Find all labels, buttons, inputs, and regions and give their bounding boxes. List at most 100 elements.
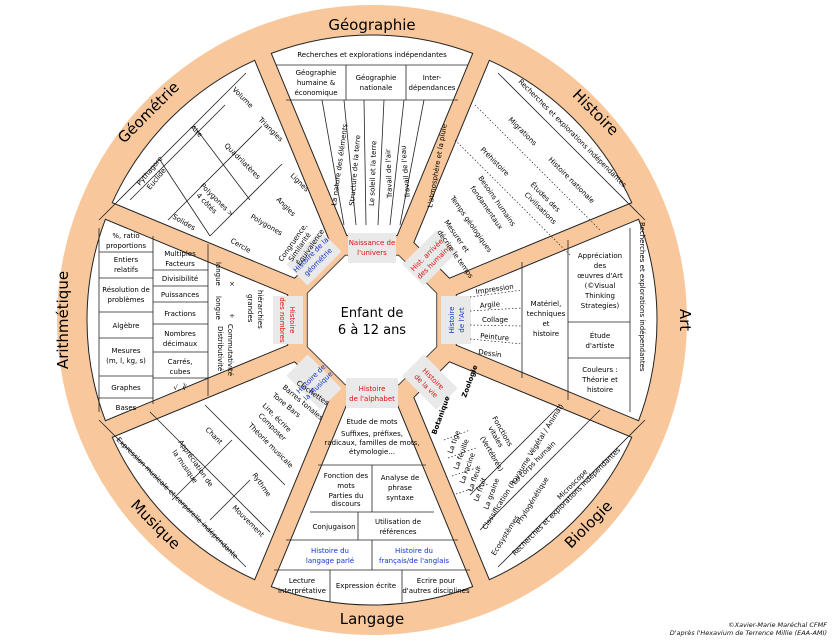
svg-text:longue: longue (214, 296, 222, 320)
svg-text:Le soleil et la terre: Le soleil et la terre (368, 141, 378, 206)
svg-text:Thinking: Thinking (584, 292, 615, 300)
arithmetique-section: %, ratio proportions Entiers relatifs Ré… (98, 228, 264, 412)
credit-line-2: D'après l'Hexavium de Terrence Millie (E… (669, 629, 827, 637)
svg-text:Couleurs :: Couleurs : (582, 366, 617, 374)
wedge-arithmetique (86, 218, 289, 422)
svg-text:et: et (542, 320, 549, 328)
svg-text:Ecrire pour: Ecrire pour (417, 577, 456, 585)
svg-text:(©Visual: (©Visual (585, 282, 616, 290)
svg-text:Peinture: Peinture (480, 332, 509, 342)
svg-text:Multiples: Multiples (164, 250, 196, 258)
svg-text:Analyse de: Analyse de (381, 474, 420, 482)
svg-text:Fonction des: Fonction des (324, 472, 369, 480)
svg-text:Inter-: Inter- (423, 74, 442, 82)
svg-text:Travail de l'air: Travail de l'air (384, 149, 394, 199)
svg-text:des nombres: des nombres (278, 297, 286, 343)
svg-text:Bases: Bases (116, 404, 137, 412)
svg-text:Argile: Argile (479, 300, 500, 310)
svg-text:Conjugaison: Conjugaison (312, 523, 355, 531)
wedge-musique (111, 361, 331, 581)
svg-text:%, ratio: %, ratio (112, 232, 139, 240)
svg-text:Histoire: Histoire (288, 307, 296, 334)
svg-text:Parties du: Parties du (329, 492, 364, 500)
svg-text:Puissances: Puissances (161, 291, 200, 299)
wedges (86, 34, 658, 606)
domain-arithmetique: Arithmétique (54, 271, 72, 369)
credit-line-1: ©Xavier-Marie Maréchal CFMF (728, 621, 827, 629)
svg-text:l'univers: l'univers (357, 249, 387, 257)
svg-text:Entiers: Entiers (114, 256, 139, 264)
svg-text:Mesures: Mesures (111, 347, 140, 355)
svg-text:×: × (229, 280, 235, 288)
svg-text:Histoire du: Histoire du (395, 547, 433, 555)
center-line-1: Enfant de (341, 306, 404, 321)
svg-text:discours: discours (331, 500, 360, 508)
art-recherches: Recherches et explorations indépendantes (638, 222, 646, 372)
wedge-geometrie (111, 59, 331, 279)
svg-text:Strategies): Strategies) (581, 302, 620, 310)
svg-text:Résolution de: Résolution de (102, 286, 150, 294)
domain-langage: Langage (340, 610, 405, 628)
svg-text:Algèbre: Algèbre (113, 322, 140, 330)
svg-text:mots: mots (337, 482, 355, 490)
hub-univers: Naissance de l'univers (348, 233, 396, 263)
svg-text:dépendances: dépendances (409, 84, 456, 92)
svg-text:Facteurs: Facteurs (165, 260, 195, 268)
svg-text:syntaxe: syntaxe (386, 494, 414, 502)
svg-text:Commutativité: Commutativité (226, 324, 234, 376)
svg-text:Graphes: Graphes (111, 384, 141, 392)
svg-text:√, ∛: √, ∛ (173, 383, 187, 392)
svg-text:proportions: proportions (106, 242, 146, 250)
svg-text:longue: longue (214, 262, 222, 286)
svg-text:Étude de mots: Étude de mots (346, 417, 397, 426)
svg-text:Théorie et: Théorie et (581, 376, 618, 384)
hub-art: Histoire de l'Art (441, 296, 471, 344)
svg-text:cubes: cubes (170, 368, 191, 376)
hub-nombres: Histoire des nombres (273, 296, 303, 344)
hub-musique: Histoire de la Musique (286, 354, 342, 410)
svg-text:œuvres d'Art: œuvres d'Art (577, 272, 623, 280)
svg-text:Expression écrite: Expression écrite (336, 582, 396, 590)
svg-text:Fractions: Fractions (164, 310, 196, 318)
svg-text:d'artiste: d'artiste (586, 342, 615, 350)
svg-text:références: références (379, 528, 416, 536)
svg-text:Histoire: Histoire (448, 307, 456, 334)
langage-section: Étude de mots Suffixes, préfixes, radica… (274, 417, 470, 602)
svg-text:Histoire du: Histoire du (311, 547, 349, 555)
center-octagon (306, 254, 438, 386)
svg-text:Suffixes, préfixes,: Suffixes, préfixes, (341, 430, 403, 438)
svg-text:humaine &: humaine & (297, 79, 336, 87)
svg-text:des: des (594, 262, 607, 270)
geographie-section: Recherches et explorations indépendantes… (276, 51, 468, 226)
wedge-histoire (413, 59, 633, 279)
svg-text:étymologie...: étymologie... (349, 448, 395, 456)
svg-text:radicaux, familles de mots,: radicaux, familles de mots, (324, 439, 419, 447)
svg-text:(m, l, kg, s): (m, l, kg, s) (106, 357, 146, 365)
svg-text:décimaux: décimaux (163, 340, 197, 348)
svg-text:Étude: Étude (590, 331, 610, 340)
svg-text:de l'Art: de l'Art (458, 307, 466, 333)
svg-text:Divisibilité: Divisibilité (162, 275, 198, 283)
svg-text:÷: ÷ (229, 312, 235, 320)
svg-text:Carrés,: Carrés, (168, 358, 193, 366)
svg-text:phrase: phrase (388, 484, 412, 492)
svg-text:français/de l'anglais: français/de l'anglais (379, 557, 449, 565)
svg-text:Géographie: Géographie (356, 74, 397, 82)
geo-recherches: Recherches et explorations indépendantes (297, 51, 447, 59)
svg-text:Utilisation de: Utilisation de (375, 518, 421, 526)
svg-text:Histoire: Histoire (359, 385, 386, 393)
hub-alphabet: Histoire de l'alphabet (346, 378, 398, 408)
svg-text:interprétative: interprétative (278, 587, 326, 595)
svg-text:nationale: nationale (360, 84, 393, 92)
svg-text:Nombres: Nombres (164, 330, 196, 338)
svg-text:histoire: histoire (587, 386, 613, 394)
hub-vie: Histoire de la vie (402, 354, 458, 410)
svg-text:Matériel,: Matériel, (531, 300, 562, 308)
svg-text:Collage: Collage (482, 316, 508, 324)
wedge-art (455, 218, 658, 422)
svg-text:grandes: grandes (246, 294, 254, 323)
svg-text:Naissance de: Naissance de (349, 239, 396, 247)
center-line-2: 6 à 12 ans (338, 323, 406, 338)
svg-text:d'autres disciplines: d'autres disciplines (402, 587, 470, 595)
svg-text:hiérarchies: hiérarchies (256, 290, 264, 329)
